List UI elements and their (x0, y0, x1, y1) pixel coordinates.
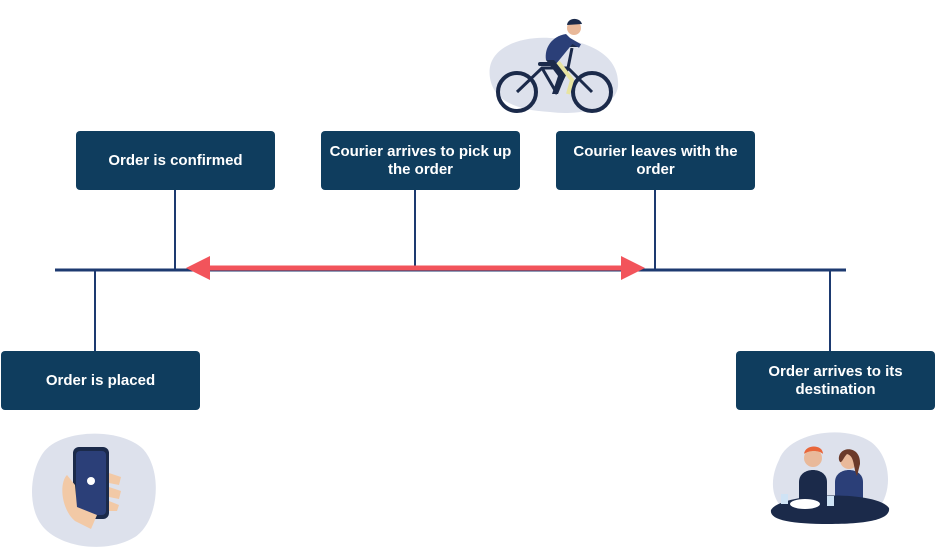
step-order-placed: Order is placed (1, 351, 200, 410)
step-order-arrives: Order arrives to its destination (736, 351, 935, 410)
step-label: Courier arrives to pick up the order (329, 142, 512, 178)
step-label: Courier leaves with the order (573, 142, 738, 178)
step-label: Order is confirmed (108, 151, 243, 169)
step-courier-pickup: Courier arrives to pick up the order (321, 131, 520, 190)
double-arrow (186, 256, 645, 280)
cyclist-courier-icon (489, 18, 619, 113)
couple-dining-icon (770, 432, 890, 524)
step-order-confirmed: Order is confirmed (76, 131, 275, 190)
step-label: Order arrives to its destination (768, 362, 903, 398)
step-label: Order is placed (45, 371, 156, 389)
step-courier-leaves: Courier leaves with the order (556, 131, 755, 190)
phone-in-hand-icon (32, 433, 156, 547)
